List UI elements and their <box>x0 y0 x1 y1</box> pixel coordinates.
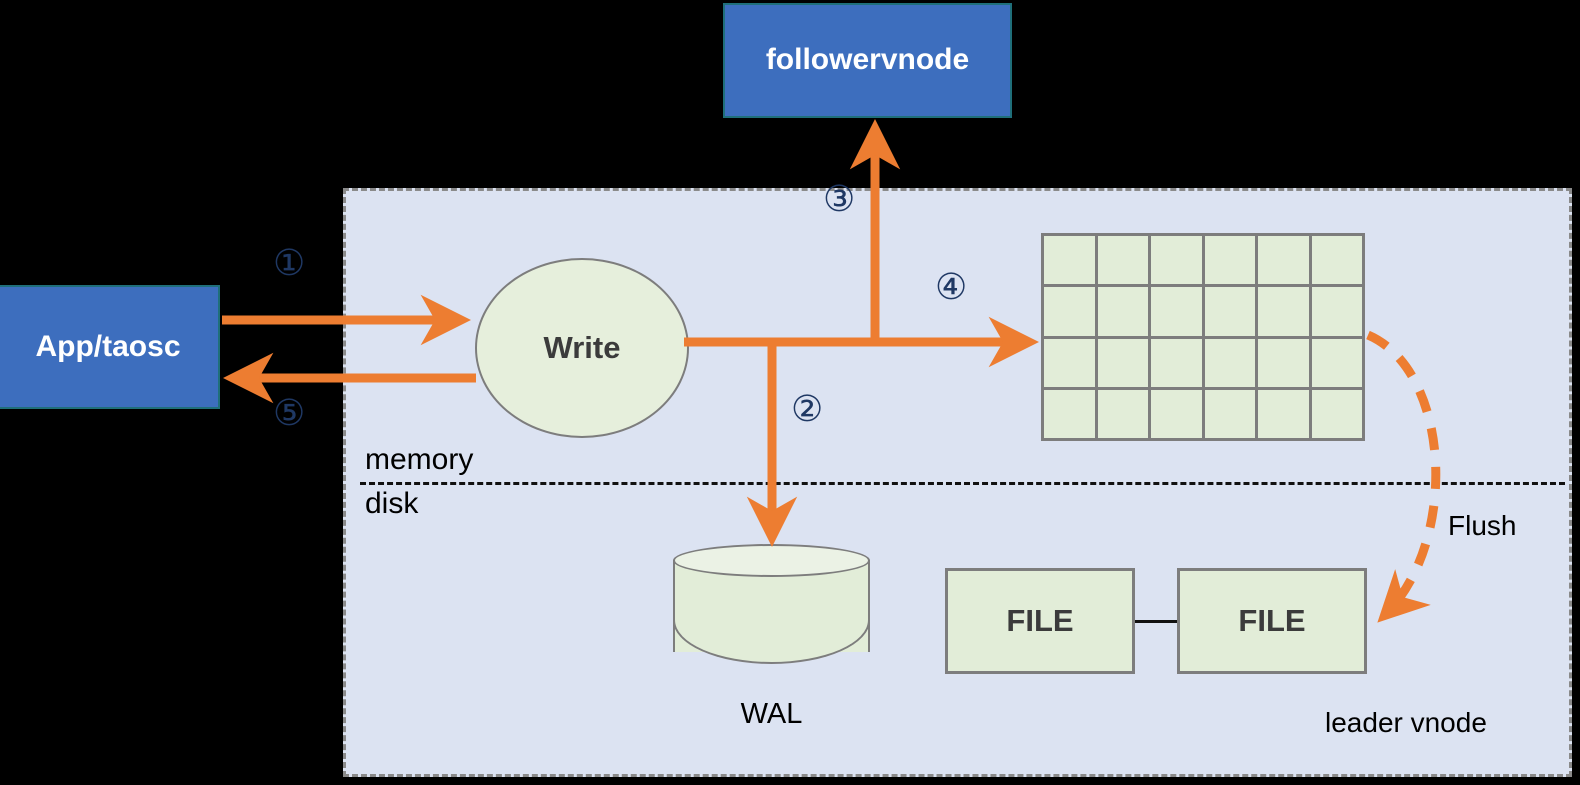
follower-vnode-label-line2: vnode <box>880 43 970 77</box>
step-number-3: ③ <box>823 179 856 220</box>
step-number-1: ① <box>273 243 306 284</box>
memtable-cell <box>1258 287 1309 336</box>
memtable-cell <box>1204 287 1255 336</box>
memtable-grid <box>1041 233 1365 441</box>
memtable-cell <box>1204 338 1255 387</box>
memory-disk-divider <box>360 482 1565 485</box>
step-number-5: ⑤ <box>273 393 306 434</box>
memtable-cell <box>1258 236 1309 285</box>
flush-label: Flush <box>1448 510 1517 541</box>
wal-cylinder-top <box>673 544 870 577</box>
memtable-cell <box>1044 287 1095 336</box>
memtable-cell <box>1151 389 1202 438</box>
memtable-cell <box>1097 287 1148 336</box>
disk-label: disk <box>365 487 419 520</box>
memtable-cell <box>1097 338 1148 387</box>
memtable-cell <box>1151 287 1202 336</box>
memtable-cell <box>1044 338 1095 387</box>
step-number-2: ② <box>791 389 824 430</box>
file-connector-line <box>1135 620 1177 623</box>
file-box-2: FILE <box>1177 568 1367 674</box>
memtable-cell <box>1151 338 1202 387</box>
write-node: Write <box>475 258 689 438</box>
leader-vnode-label: leader vnode <box>1325 707 1487 738</box>
step-number-4: ④ <box>935 267 968 308</box>
memtable-cell <box>1311 338 1362 387</box>
memtable-cell <box>1044 389 1095 438</box>
memtable-cell <box>1097 389 1148 438</box>
memtable-cell <box>1311 236 1362 285</box>
follower-vnode-box: follower vnode <box>723 3 1012 118</box>
memtable-cell <box>1204 236 1255 285</box>
follower-vnode-label-line1: follower <box>765 43 881 77</box>
memtable-cell <box>1097 236 1148 285</box>
memtable-cell <box>1258 389 1309 438</box>
memtable-cell <box>1258 338 1309 387</box>
memtable-cell <box>1044 236 1095 285</box>
wal-cylinder-bottom <box>673 620 870 664</box>
memtable-cell <box>1204 389 1255 438</box>
memtable-cell <box>1311 389 1362 438</box>
app-taosc-box: App/taosc <box>0 285 220 409</box>
file-box-1: FILE <box>945 568 1135 674</box>
memory-label: memory <box>365 443 474 476</box>
wal-label: WAL <box>740 698 803 730</box>
memtable-cell <box>1151 236 1202 285</box>
wal-cylinder <box>673 544 870 668</box>
memtable-cell <box>1311 287 1362 336</box>
